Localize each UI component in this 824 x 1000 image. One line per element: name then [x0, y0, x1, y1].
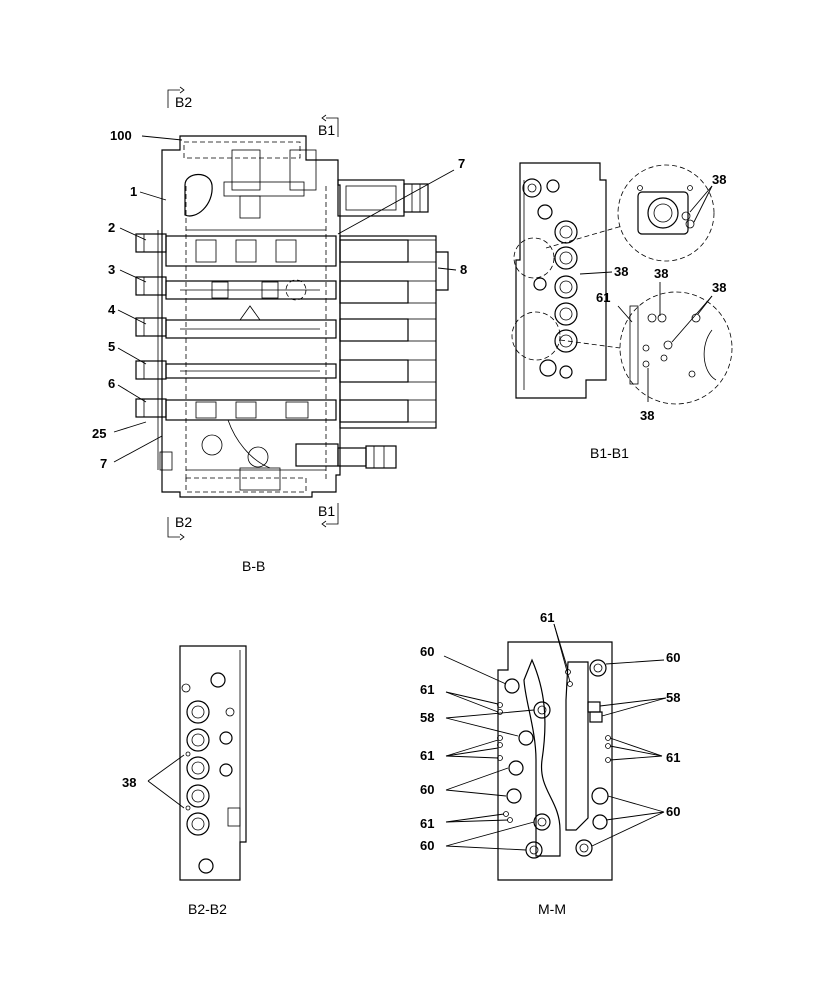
view-b1: 38 38 38 61 38 38 B1-B1	[511, 162, 733, 461]
callout-2: 2	[108, 220, 115, 235]
callout-58-right: 58	[666, 690, 680, 705]
callout-1: 1	[130, 184, 137, 199]
callout-100: 100	[110, 128, 132, 143]
callout-38-b: 38	[614, 264, 628, 279]
callout-7-left: 7	[100, 456, 107, 471]
callout-61-left-2: 61	[420, 748, 434, 763]
callout-61-left-1: 61	[420, 682, 434, 697]
callout-38-d: 38	[712, 280, 726, 295]
spool-row-5	[135, 359, 437, 383]
section-label: B2	[175, 94, 192, 110]
view-title-b2: B2-B2	[188, 901, 227, 917]
callout-7-right: 7	[458, 156, 465, 171]
view-bb: B2 B1 B2 B1	[92, 86, 467, 574]
callout-25: 25	[92, 426, 106, 441]
view-title-bb: B-B	[242, 558, 265, 574]
callout-5: 5	[108, 339, 115, 354]
view-title-b1: B1-B1	[590, 445, 629, 461]
callout-60-left-mid: 60	[420, 782, 434, 797]
callout-61: 61	[596, 290, 610, 305]
bottom-fitting	[295, 443, 397, 469]
callout-60-left-low: 60	[420, 838, 434, 853]
section-marker-top-right: B1	[318, 114, 339, 138]
callout-38-c: 38	[654, 266, 668, 281]
right-actuator-block	[339, 235, 449, 429]
view-title-mm: M-M	[538, 901, 566, 917]
valve-body	[157, 135, 341, 498]
callout-4: 4	[108, 302, 116, 317]
view-b2: 38 B2-B2	[122, 645, 247, 917]
callout-61-left-3: 61	[420, 816, 434, 831]
section-marker-top-left: B2	[167, 86, 192, 110]
section-label: B1	[318, 503, 335, 519]
b1-detail-upper	[545, 164, 715, 262]
spool-row-3	[135, 276, 437, 304]
section-marker-bottom-right: B1	[318, 503, 339, 528]
section-label: B2	[175, 514, 192, 530]
top-solenoid	[337, 179, 429, 217]
view-mm: 61 60 60 61 58 58 61 61 60 60 61 60 M-M	[420, 610, 680, 917]
callout-38-a: 38	[712, 172, 726, 187]
callout-60-right-low: 60	[666, 804, 680, 819]
callout-8: 8	[460, 262, 467, 277]
spool-row-2	[135, 233, 437, 267]
callout-38-e: 38	[640, 408, 654, 423]
spool-row-4	[135, 305, 437, 342]
spool-row-6	[135, 398, 437, 423]
callout-6: 6	[108, 376, 115, 391]
callout-61-top: 61	[540, 610, 554, 625]
callout-38: 38	[122, 775, 136, 790]
b1-detail-lower	[559, 291, 733, 405]
callout-58-left: 58	[420, 710, 434, 725]
callout-3: 3	[108, 262, 115, 277]
section-marker-bottom-left: B2	[167, 514, 192, 541]
section-label: B1	[318, 122, 335, 138]
b1-valve-body	[511, 162, 607, 399]
callout-61-right: 61	[666, 750, 680, 765]
callout-60-upper-left: 60	[420, 644, 434, 659]
callout-60-upper-right: 60	[666, 650, 680, 665]
